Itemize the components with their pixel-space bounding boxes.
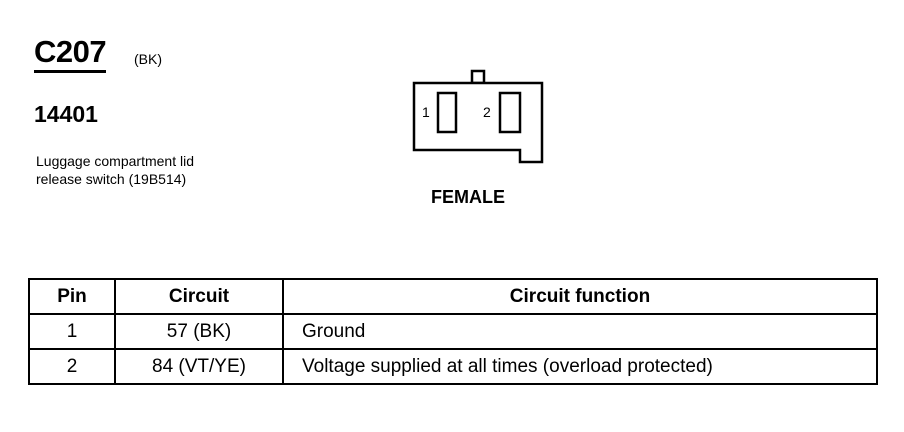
- function-cell: Ground: [282, 313, 878, 350]
- header-circuit: Circuit: [114, 278, 284, 315]
- description-line-1: Luggage compartment lid: [36, 153, 194, 169]
- cavity-label-1: 1: [422, 104, 430, 120]
- cavity-1: [436, 91, 458, 134]
- table-header-row: Pin Circuit Circuit function: [28, 278, 878, 315]
- pin-cell: 2: [28, 348, 116, 385]
- circuit-cell: 57 (BK): [114, 313, 284, 350]
- header-pin: Pin: [28, 278, 116, 315]
- table-row: 1 57 (BK) Ground: [28, 313, 878, 350]
- connector-gender-label: FEMALE: [431, 187, 505, 207]
- pinout-table: Pin Circuit Circuit function 1 57 (BK) G…: [28, 278, 878, 385]
- table-row: 2 84 (VT/YE) Voltage supplied at all tim…: [28, 348, 878, 385]
- color-code: (BK): [134, 51, 162, 67]
- cavity-2: [498, 91, 522, 134]
- connector-body: [412, 81, 544, 164]
- header-circuit-function: Circuit function: [282, 278, 878, 315]
- pin-cell: 1: [28, 313, 116, 350]
- component-description: Luggage compartment lid release switch (…: [36, 152, 276, 188]
- circuit-cell: 84 (VT/YE): [114, 348, 284, 385]
- connector-face-diagram: 1 2: [412, 69, 544, 164]
- function-cell: Voltage supplied at all times (overload …: [282, 348, 878, 385]
- connector-lock-tab: [470, 69, 486, 85]
- part-number: 14401: [34, 101, 98, 127]
- description-line-2: release switch (19B514): [36, 171, 187, 187]
- connector-id: C207: [34, 34, 107, 73]
- cavity-label-2: 2: [483, 104, 491, 120]
